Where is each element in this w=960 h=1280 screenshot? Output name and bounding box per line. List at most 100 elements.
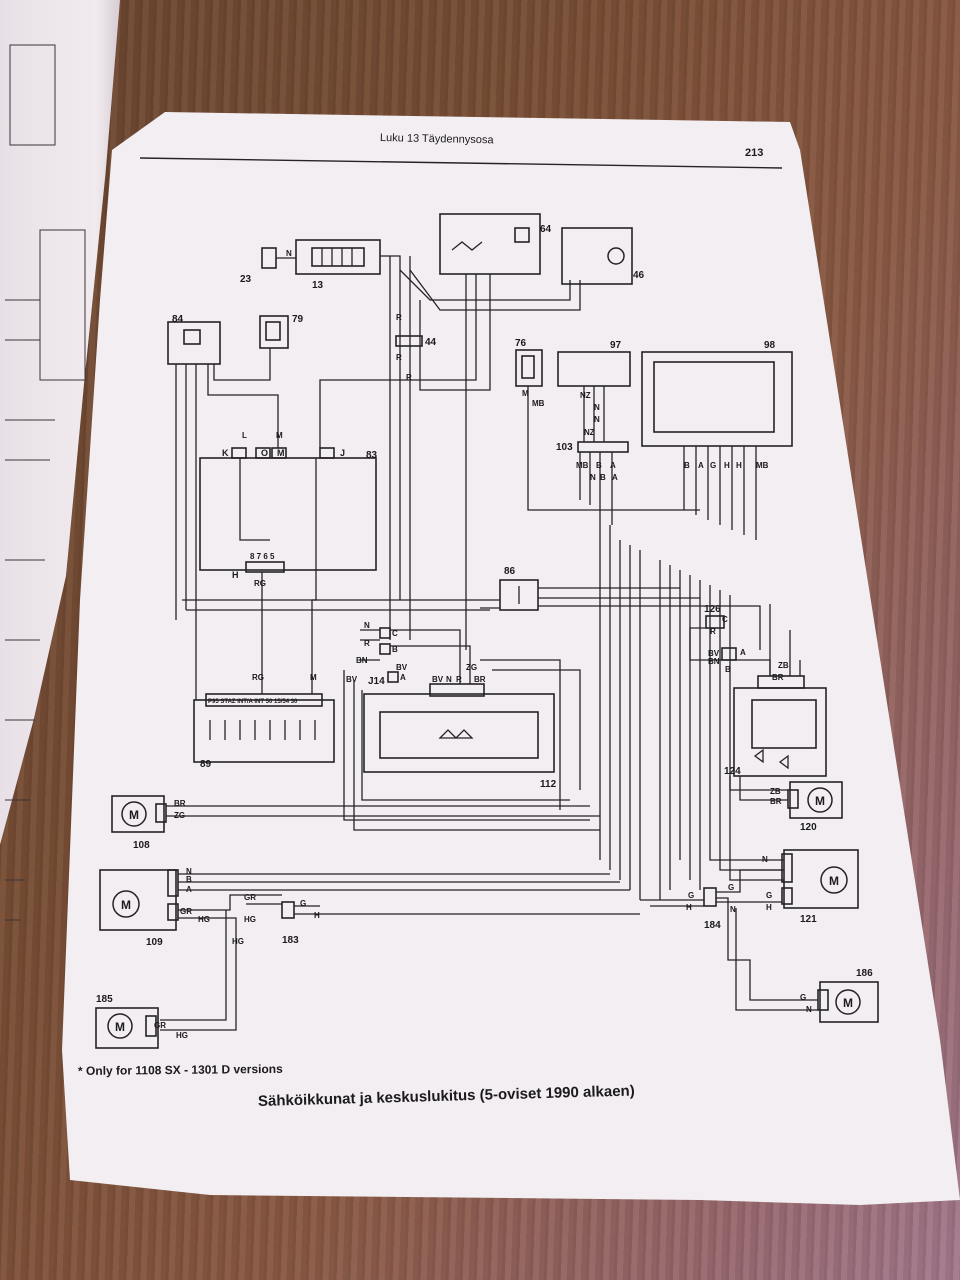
svg-text:A: A [400, 673, 406, 682]
svg-text:C: C [392, 629, 398, 638]
svg-text:MB: MB [532, 399, 545, 408]
svg-text:BV: BV [708, 649, 720, 658]
svg-text:8 7 6 5: 8 7 6 5 [250, 552, 275, 561]
svg-text:O: O [261, 448, 268, 458]
svg-text:185: 185 [96, 994, 113, 1005]
svg-text:B: B [600, 473, 606, 482]
svg-text:A: A [698, 461, 704, 470]
svg-text:G: G [300, 899, 306, 908]
svg-text:184: 184 [704, 920, 721, 931]
connector-184: 184 [703, 887, 721, 931]
motor-109: M 109 [99, 869, 179, 948]
svg-text:B: B [186, 875, 192, 884]
svg-text:M: M [115, 1020, 125, 1034]
svg-text:H: H [232, 570, 239, 580]
svg-text:108: 108 [133, 840, 150, 851]
svg-text:C: C [722, 615, 728, 624]
svg-text:R: R [364, 639, 370, 648]
svg-text:H: H [736, 461, 742, 470]
svg-text:M: M [121, 898, 131, 912]
connector-183: 183 [281, 901, 299, 946]
svg-text:G: G [728, 883, 734, 892]
svg-text:M: M [276, 431, 283, 440]
component-13: 13 [295, 239, 381, 291]
wires [160, 255, 818, 1031]
svg-text:H: H [766, 903, 772, 912]
svg-text:M: M [843, 996, 853, 1010]
svg-text:120: 120 [800, 822, 817, 833]
footnote: * Only for 1108 SX - 1301 D versions [77, 1061, 283, 1078]
svg-text:A: A [610, 461, 616, 470]
svg-text:N: N [806, 1005, 812, 1014]
svg-text:ZG: ZG [466, 663, 477, 672]
svg-text:112: 112 [540, 779, 557, 790]
svg-text:M: M [829, 874, 839, 888]
svg-text:83: 83 [366, 450, 378, 461]
svg-text:B: B [596, 461, 602, 470]
svg-text:N: N [286, 249, 292, 258]
svg-text:HG: HG [198, 915, 210, 924]
svg-text:64: 64 [540, 224, 552, 235]
svg-text:HG: HG [244, 915, 256, 924]
svg-text:46: 46 [633, 270, 645, 281]
svg-text:109: 109 [146, 937, 163, 948]
svg-text:79: 79 [292, 314, 304, 325]
svg-text:BR: BR [772, 673, 784, 682]
svg-text:BN: BN [708, 657, 720, 666]
svg-text:J: J [340, 448, 345, 458]
component-83: K O M J 8 7 6 5 H 83 [199, 447, 378, 580]
svg-text:B: B [684, 461, 690, 470]
header-rule [139, 157, 783, 169]
svg-text:97: 97 [610, 340, 622, 351]
svg-text:R: R [406, 373, 412, 382]
svg-text:BV: BV [432, 675, 444, 684]
svg-text:BR: BR [474, 675, 486, 684]
svg-text:84: 84 [172, 314, 184, 325]
svg-text:RG: RG [254, 579, 266, 588]
motor-186: M 186 [817, 968, 879, 1023]
component-103: 103 [556, 441, 629, 453]
page-number: 213 [745, 147, 764, 159]
svg-text:121: 121 [800, 914, 817, 925]
svg-text:H: H [686, 903, 692, 912]
svg-text:M: M [815, 794, 825, 808]
component-84: 84 [167, 314, 221, 365]
component-89: P95 STAZ INT/A INT 50 15/54 30 89 [193, 693, 335, 770]
svg-text:N: N [186, 867, 192, 876]
svg-text:44: 44 [425, 337, 437, 348]
svg-text:L: L [242, 431, 247, 440]
svg-text:N: N [730, 905, 736, 914]
svg-text:HG: HG [176, 1031, 188, 1040]
svg-text:ZB: ZB [770, 787, 781, 796]
svg-text:A: A [186, 885, 192, 894]
svg-text:R: R [396, 313, 402, 322]
component-124: 124 [724, 675, 827, 777]
svg-text:G: G [688, 891, 694, 900]
svg-text:HG: HG [232, 937, 244, 946]
svg-text:N: N [446, 675, 452, 684]
svg-text:23: 23 [240, 274, 252, 285]
svg-text:M: M [310, 673, 317, 682]
component-86: 86 [499, 566, 539, 611]
svg-text:RG: RG [252, 673, 264, 682]
motor-120: M 120 [787, 781, 843, 833]
svg-text:M: M [522, 389, 529, 398]
svg-text:N: N [594, 403, 600, 412]
svg-text:BV: BV [396, 663, 408, 672]
svg-text:H: H [724, 461, 730, 470]
svg-text:124: 124 [724, 766, 741, 777]
svg-text:B: B [392, 645, 398, 654]
svg-text:N: N [590, 473, 596, 482]
svg-text:13: 13 [312, 280, 324, 291]
component-46: 46 [561, 227, 645, 285]
svg-text:A: A [612, 473, 618, 482]
svg-text:NZ: NZ [584, 428, 595, 437]
svg-text:186: 186 [856, 968, 873, 979]
svg-text:R: R [456, 675, 462, 684]
svg-text:GR: GR [180, 907, 192, 916]
svg-text:A: A [740, 648, 746, 657]
motor-108: M 108 [111, 795, 167, 851]
svg-text:M: M [129, 808, 139, 822]
